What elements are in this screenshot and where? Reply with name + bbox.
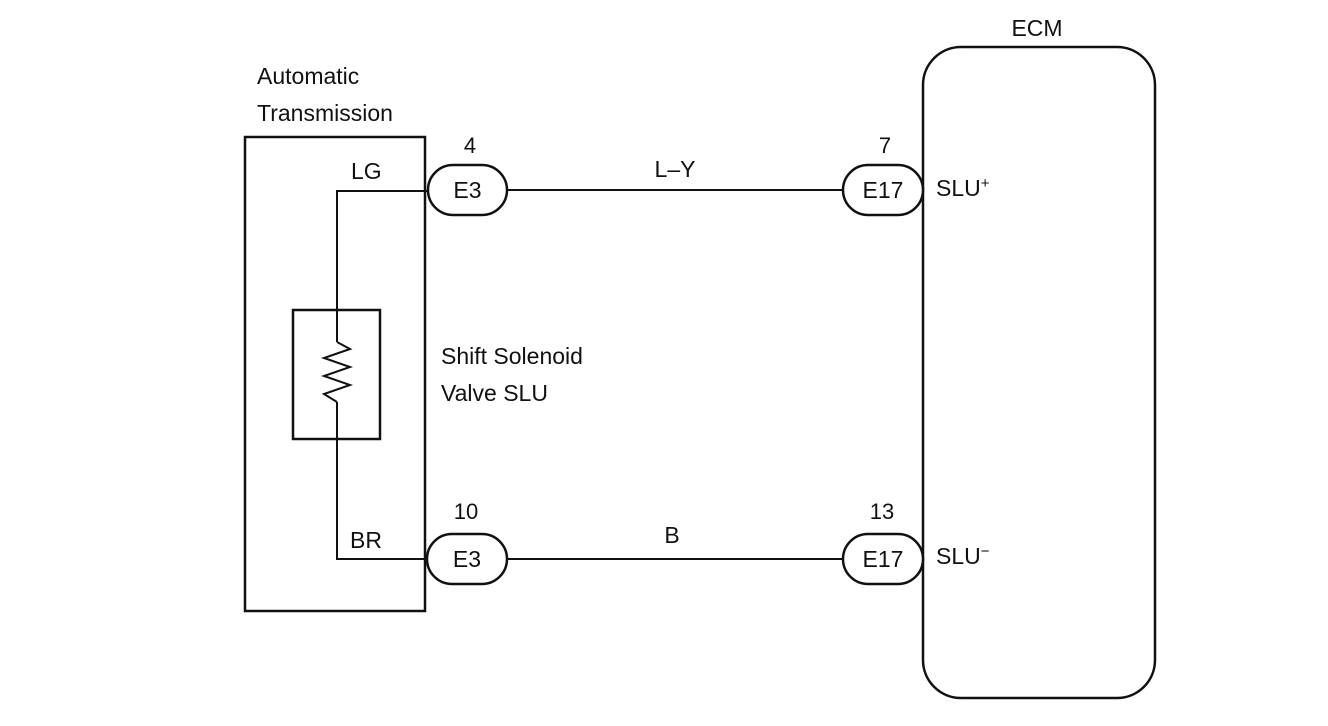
transmission-label-line1: Automatic	[257, 63, 359, 89]
ecm-outline	[921, 45, 1157, 700]
connector-e3-bottom-name: E3	[453, 546, 481, 572]
connector-e3-top-pin: 4	[464, 133, 476, 158]
connector-e3-top-shape	[426, 163, 509, 217]
br-wire	[336, 402, 432, 560]
wire-label-lg: LG	[351, 158, 382, 184]
connector-e17-top-name: E17	[863, 177, 904, 203]
connector-e17-top: E17 7	[841, 133, 925, 217]
ecm-terminal-slu-plus-base: SLU	[936, 175, 981, 201]
transmission-label-line2: Transmission	[257, 100, 393, 126]
transmission-block: Automatic Transmission	[243, 63, 427, 613]
ecm-terminal-slu-minus-base: SLU	[936, 543, 981, 569]
connector-e3-top: E3 4	[426, 133, 509, 217]
solenoid-circuit: LG BR	[291, 158, 432, 560]
solenoid-box	[291, 308, 382, 441]
resistor-zigzag-icon	[320, 341, 354, 403]
wire-color-top: L–Y	[655, 156, 696, 182]
solenoid-label-line2: Valve SLU	[441, 380, 548, 406]
wire-label-br: BR	[350, 527, 382, 553]
ecm-terminal-slu-minus: SLU−	[936, 543, 990, 569]
ecm-terminal-slu-minus-sign: −	[981, 543, 990, 560]
ecm-terminal-slu-plus-sign: +	[981, 175, 990, 192]
connector-e17-bottom-pin: 13	[870, 499, 894, 524]
connector-e17-bottom: E17 13	[841, 499, 925, 586]
ecm-block: ECM SLU+ SLU−	[921, 15, 1157, 700]
solenoid-label-line1: Shift Solenoid	[441, 343, 583, 369]
connector-e3-bottom-shape	[425, 532, 509, 586]
connector-e3-top-name: E3	[453, 177, 481, 203]
transmission-outline	[243, 135, 427, 613]
wire-color-bottom: B	[664, 522, 679, 548]
lg-wire	[336, 190, 432, 342]
ecm-terminal-slu-plus: SLU+	[936, 175, 990, 201]
connector-e17-top-pin: 7	[879, 133, 891, 158]
connector-e17-top-shape	[841, 163, 925, 217]
ecm-label: ECM	[1011, 15, 1062, 41]
connector-e3-bottom: E3 10	[425, 499, 509, 586]
connector-e17-bottom-name: E17	[863, 546, 904, 572]
connector-e3-bottom-pin: 10	[454, 499, 478, 524]
connector-e17-bottom-shape	[841, 532, 925, 586]
